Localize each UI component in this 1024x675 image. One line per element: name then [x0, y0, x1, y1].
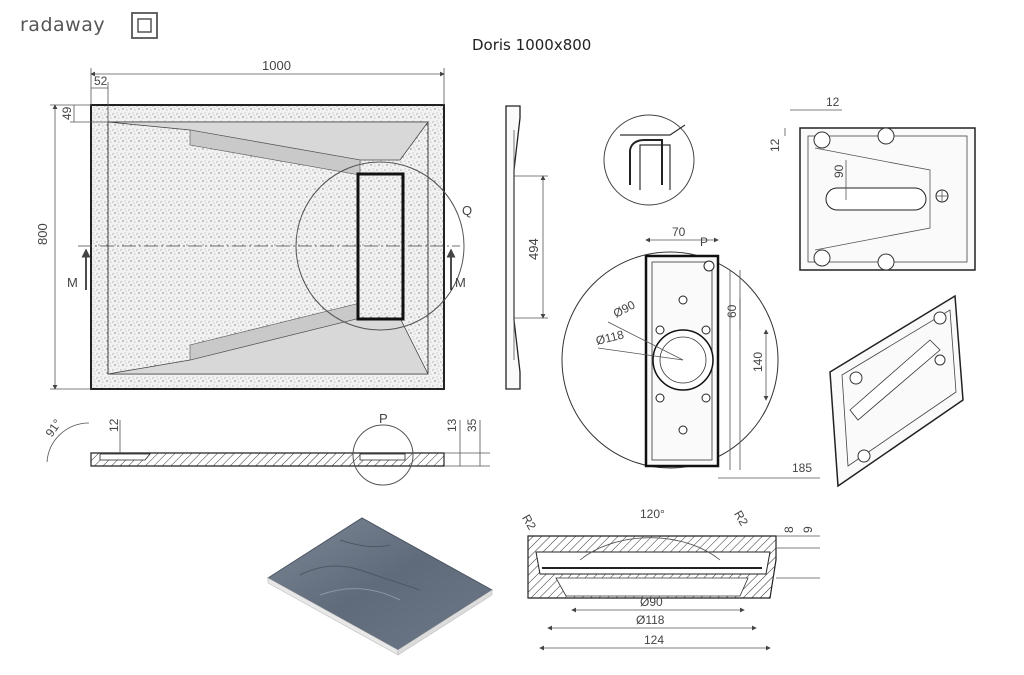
dim-124: 124: [644, 633, 664, 647]
side-view: 494: [505, 105, 548, 390]
dim-140: 140: [751, 352, 765, 372]
dim-60: 60: [725, 304, 739, 318]
brand-logo: radaway: [20, 12, 158, 39]
section-view: P 91° 12 13 35: [43, 411, 490, 486]
detail-p-mark: P: [700, 235, 708, 249]
section-m-left: M: [67, 275, 78, 290]
dim-r2-right: R2: [731, 508, 751, 529]
drawing-title: Doris 1000x800: [472, 36, 591, 54]
logo-square-icon: [131, 12, 158, 39]
dim-side: 494: [526, 238, 541, 260]
isometric-underside: [829, 294, 964, 488]
detail-q-label: Q: [462, 203, 472, 218]
top-view: Q M M 1000 52 800 49: [35, 58, 472, 390]
dim-d118: Ø118: [594, 327, 625, 348]
dim-slot: 90: [832, 164, 846, 178]
bottom-view: 12 12 90: [768, 95, 976, 271]
dim-angle-120: 120°: [640, 507, 665, 521]
dim-185: 185: [792, 461, 812, 475]
detail-q: 70 P Ø90 Ø118 60 140 185: [561, 225, 820, 479]
dim-depth: 12: [107, 418, 121, 432]
dim-bottom-w: 12: [826, 95, 840, 109]
drain-section: 120° R2 R2 8 9 Ø90 Ø118 124: [519, 507, 820, 651]
dim-h8: 8: [782, 526, 796, 533]
dim-height: 800: [35, 223, 50, 245]
tray-render-image: [267, 517, 493, 656]
brand-name: radaway: [20, 14, 105, 36]
dim-35: 35: [465, 418, 479, 432]
dim-d90-bottom: Ø90: [640, 595, 663, 609]
dim-d118-bottom: Ø118: [636, 613, 665, 627]
dim-h9: 9: [801, 526, 815, 533]
dim-13: 13: [445, 418, 459, 432]
dim-offset-y: 49: [60, 106, 74, 120]
corner-detail: [603, 114, 695, 206]
dim-70: 70: [672, 225, 686, 239]
dim-r2-left: R2: [519, 512, 539, 533]
dim-angle: 91°: [43, 416, 65, 439]
dim-bottom-h: 12: [768, 138, 782, 152]
section-m-right: M: [455, 275, 466, 290]
dim-offset-x: 52: [94, 74, 108, 88]
dim-width: 1000: [262, 58, 291, 73]
detail-p-label: P: [379, 411, 388, 426]
